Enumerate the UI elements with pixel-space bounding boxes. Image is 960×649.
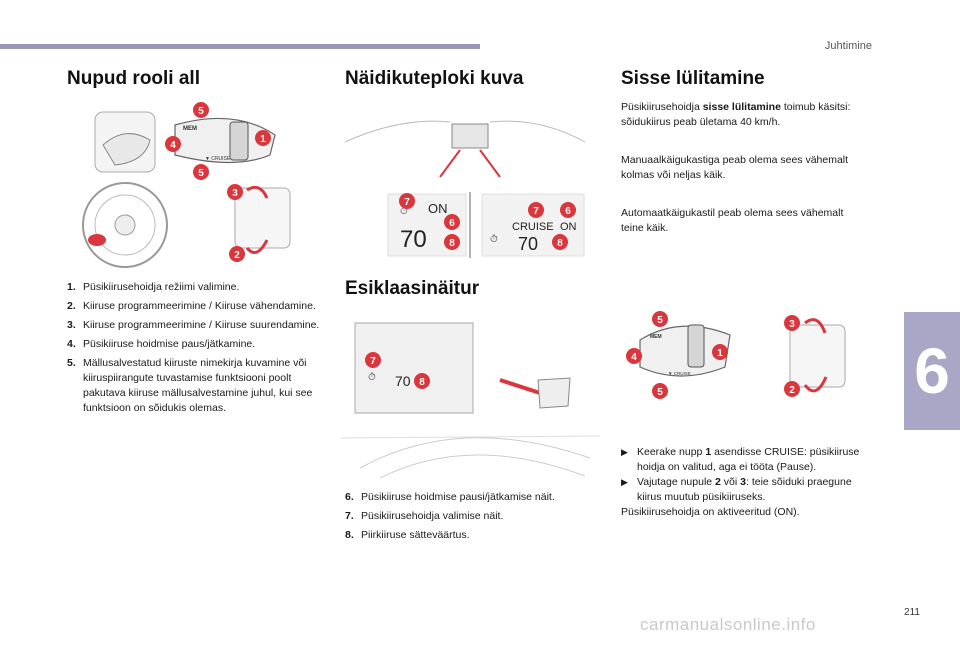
svg-text:3: 3: [789, 319, 795, 330]
svg-text:70: 70: [400, 226, 427, 253]
svg-text:5: 5: [198, 168, 204, 179]
callout-4-a: 4: [626, 348, 642, 364]
bullet-arrow-icon: ▶: [621, 447, 628, 457]
svg-text:8: 8: [557, 238, 563, 249]
callout-1-a: 1: [712, 344, 728, 360]
callout-1: 1: [255, 130, 271, 146]
callout-8: 8: [444, 234, 460, 250]
svg-text:6: 6: [565, 206, 571, 217]
svg-text:4: 4: [631, 352, 637, 363]
callout-6-right: 6: [560, 202, 576, 218]
svg-text:3: 3: [232, 188, 238, 199]
svg-text:7: 7: [533, 206, 539, 217]
list-item: 4.Püsikiiruse hoidmise paus/jätkamine.: [67, 338, 256, 350]
svg-text:8: 8: [419, 377, 425, 388]
list-item: 1.Püsikiirusehoidja režiimi valimine.: [67, 281, 240, 293]
svg-text:7: 7: [370, 356, 376, 367]
svg-text:ON: ON: [428, 201, 448, 216]
svg-text:▼ CRUISE: ▼ CRUISE: [205, 156, 231, 162]
svg-text:5: 5: [657, 387, 663, 398]
svg-text:70: 70: [518, 234, 538, 254]
page-number: 211: [904, 607, 920, 618]
heading-switching-on: Sisse lülitamine: [621, 68, 765, 89]
watermark: carmanualsonline.info: [640, 615, 816, 634]
top-bar: [0, 44, 480, 49]
svg-text:CRUISE: CRUISE: [512, 221, 554, 233]
svg-text:70: 70: [395, 373, 411, 389]
callout-8-right: 8: [552, 234, 568, 250]
section-title: Juhtimine: [824, 40, 872, 52]
svg-text:2: 2: [234, 250, 240, 261]
heading-head-up-display: Esiklaasinäitur: [345, 278, 480, 299]
svg-text:6: 6: [449, 218, 455, 229]
callout-3-a: 3: [784, 315, 800, 331]
heading-buttons-under-wheel: Nupud rooli all: [67, 68, 200, 89]
highlight-marker: [88, 234, 106, 246]
activation-steps: ▶Keerake nupp 1 asendisse CRUISE: püsiki…: [621, 445, 876, 520]
svg-text:ON: ON: [560, 221, 577, 233]
svg-text:⏱: ⏱: [368, 372, 376, 383]
svg-text:1: 1: [260, 134, 266, 145]
callout-4: 4: [165, 136, 181, 152]
display-indicators-list: 6.Püsikiiruse hoidmise pausi/jätkamise n…: [345, 490, 585, 547]
paragraph-automatic-gearbox: Automaatkäigukastil peab olema sees vähe…: [621, 207, 844, 234]
callout-7: 7: [399, 193, 415, 209]
steering-controls-illustration: MEM ▼ CRUISE 5 4 5 1 3 2: [82, 102, 291, 268]
svg-text:▼ CRUISE: ▼ CRUISE: [668, 371, 691, 376]
callout-2: 2: [229, 246, 245, 262]
bullet-item: ▶Keerake nupp 1 asendisse CRUISE: püsiki…: [621, 446, 860, 473]
svg-text:5: 5: [657, 315, 663, 326]
list-item: 6.Püsikiiruse hoidmise pausi/jätkamise n…: [345, 491, 555, 503]
list-item: 8.Piirkiiruse sätteväärtus.: [345, 529, 470, 541]
svg-text:2: 2: [789, 385, 795, 396]
list-item: 7.Püsikiirusehoidja valimise näit.: [345, 510, 504, 522]
callout-5-bottom: 5: [193, 164, 209, 180]
callout-2-a: 2: [784, 381, 800, 397]
callout-5-top: 5: [193, 102, 209, 118]
callout-7-right: 7: [528, 202, 544, 218]
svg-text:⏱: ⏱: [490, 234, 498, 245]
svg-text:8: 8: [449, 238, 455, 249]
svg-text:7: 7: [404, 197, 410, 208]
paragraph-manual-gearbox: Manuaalkäigukastiga peab olema sees vähe…: [621, 154, 849, 181]
paragraph-manual-activation: Püsikiirusehoidja sisse lülitamine toimu…: [621, 101, 851, 128]
svg-text:1: 1: [717, 348, 723, 359]
chapter-tab: 6: [904, 312, 960, 430]
callout-3: 3: [227, 184, 243, 200]
head-up-display-illustration: ⏱ 70 7 8: [340, 322, 600, 479]
callout-5-b: 5: [652, 383, 668, 399]
bullet-arrow-icon: ▶: [621, 477, 628, 487]
list-item: 5.Mällusalvestatud kiiruste nimekirja ku…: [67, 357, 313, 414]
svg-text:4: 4: [170, 140, 176, 151]
activation-result: Püsikiirusehoidja on aktiveeritud (ON).: [621, 506, 800, 518]
list-item: 3.Kiiruse programmeerimine / Kiiruse suu…: [67, 319, 320, 331]
controls-list: 1.Püsikiirusehoidja režiimi valimine. 2.…: [67, 280, 327, 420]
bullet-item: ▶Vajutage nupule 2 või 3: teie sõiduki p…: [621, 476, 852, 503]
callout-7-hud: 7: [365, 352, 381, 368]
callout-6: 6: [444, 214, 460, 230]
svg-text:MEM: MEM: [183, 126, 197, 132]
svg-text:MEM: MEM: [650, 334, 662, 340]
heading-instrument-display: Näidikuteploki kuva: [345, 68, 524, 89]
callout-8-hud: 8: [414, 373, 430, 389]
activation-controls-illustration: MEM ▼ CRUISE 5 4 5 1 3 2: [626, 311, 846, 399]
svg-text:⏱: ⏱: [400, 206, 408, 217]
list-item: 2.Kiiruse programmeerimine / Kiiruse väh…: [67, 300, 316, 312]
svg-text:5: 5: [198, 106, 204, 117]
instrument-panel-illustration: ⏱ ON 70 CRUISE ON ⏱ 70 7 6 8 7 6 8: [344, 120, 586, 258]
callout-5-a: 5: [652, 311, 668, 327]
